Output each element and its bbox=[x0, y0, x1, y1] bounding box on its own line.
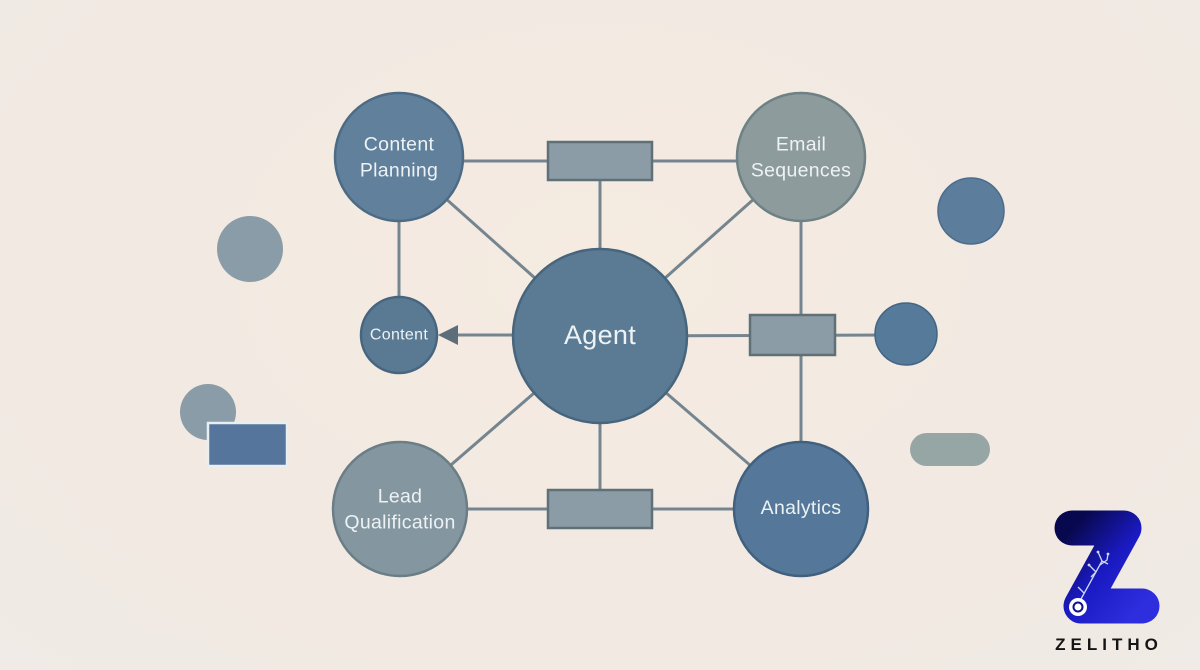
node-content bbox=[359, 295, 439, 375]
node-lead-qualification bbox=[331, 440, 469, 578]
z-letter-shape bbox=[1054, 510, 1160, 624]
decor-pill-right bbox=[910, 433, 990, 466]
top-connector-box bbox=[546, 140, 654, 182]
brand-logo: ZELITHO bbox=[1048, 500, 1170, 655]
decor-rect-left bbox=[206, 421, 289, 468]
circuit-terminal-dot bbox=[1069, 598, 1087, 616]
bottom-connector-box bbox=[546, 488, 654, 530]
zelitho-z-icon bbox=[1054, 510, 1160, 624]
decor-circle-top-right bbox=[937, 177, 1005, 245]
node-label-agent: Agent bbox=[563, 320, 637, 351]
node-label-analytics: Analytics bbox=[760, 497, 842, 520]
circuit-terminal-ring bbox=[1072, 601, 1084, 613]
node-agent bbox=[511, 247, 689, 425]
node-label-content-planning: Content Planning bbox=[359, 133, 439, 181]
circuit-node-dot bbox=[1087, 563, 1091, 567]
brand-name: ZELITHO bbox=[1055, 635, 1163, 654]
circuit-trace-detail bbox=[1077, 551, 1109, 600]
node-content-planning bbox=[333, 91, 465, 223]
decor-circle-mid-right bbox=[874, 302, 938, 366]
arrowhead-to-content bbox=[438, 325, 458, 345]
node-label-content: Content bbox=[369, 326, 429, 344]
node-email-sequences bbox=[735, 91, 867, 223]
circuit-node-dot bbox=[1096, 550, 1100, 554]
circuit-node-dot bbox=[1106, 552, 1110, 556]
node-analytics bbox=[732, 440, 870, 578]
node-label-email-sequences: Email Sequences bbox=[750, 133, 852, 181]
right-connector-box bbox=[748, 313, 837, 357]
node-label-lead-qualification: Lead Qualification bbox=[344, 485, 456, 533]
decor-circle-left bbox=[217, 216, 283, 282]
